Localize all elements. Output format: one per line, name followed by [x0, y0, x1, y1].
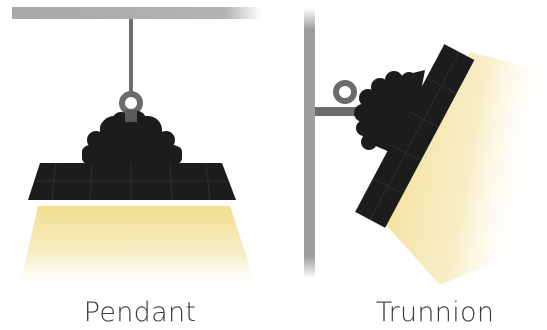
pendant-light-beam — [18, 206, 258, 292]
trunnion-caption: Trunnion — [375, 297, 495, 328]
pendant-caption: Pendant — [83, 297, 197, 328]
trunnion-ring — [333, 80, 357, 104]
pendant-lens-grid — [36, 162, 228, 201]
trunnion-light-beam — [386, 52, 547, 285]
pendant-light-icon — [12, 7, 262, 292]
wall-post — [304, 8, 315, 278]
trunnion-light-icon — [304, 8, 547, 285]
trunnion-lens-grid — [369, 51, 460, 221]
hanging-ring — [119, 91, 143, 115]
ceiling-bar — [12, 7, 262, 19]
trunnion-arm — [315, 107, 387, 116]
pendant-heatsink — [82, 110, 182, 164]
suspension-rod — [129, 19, 133, 93]
